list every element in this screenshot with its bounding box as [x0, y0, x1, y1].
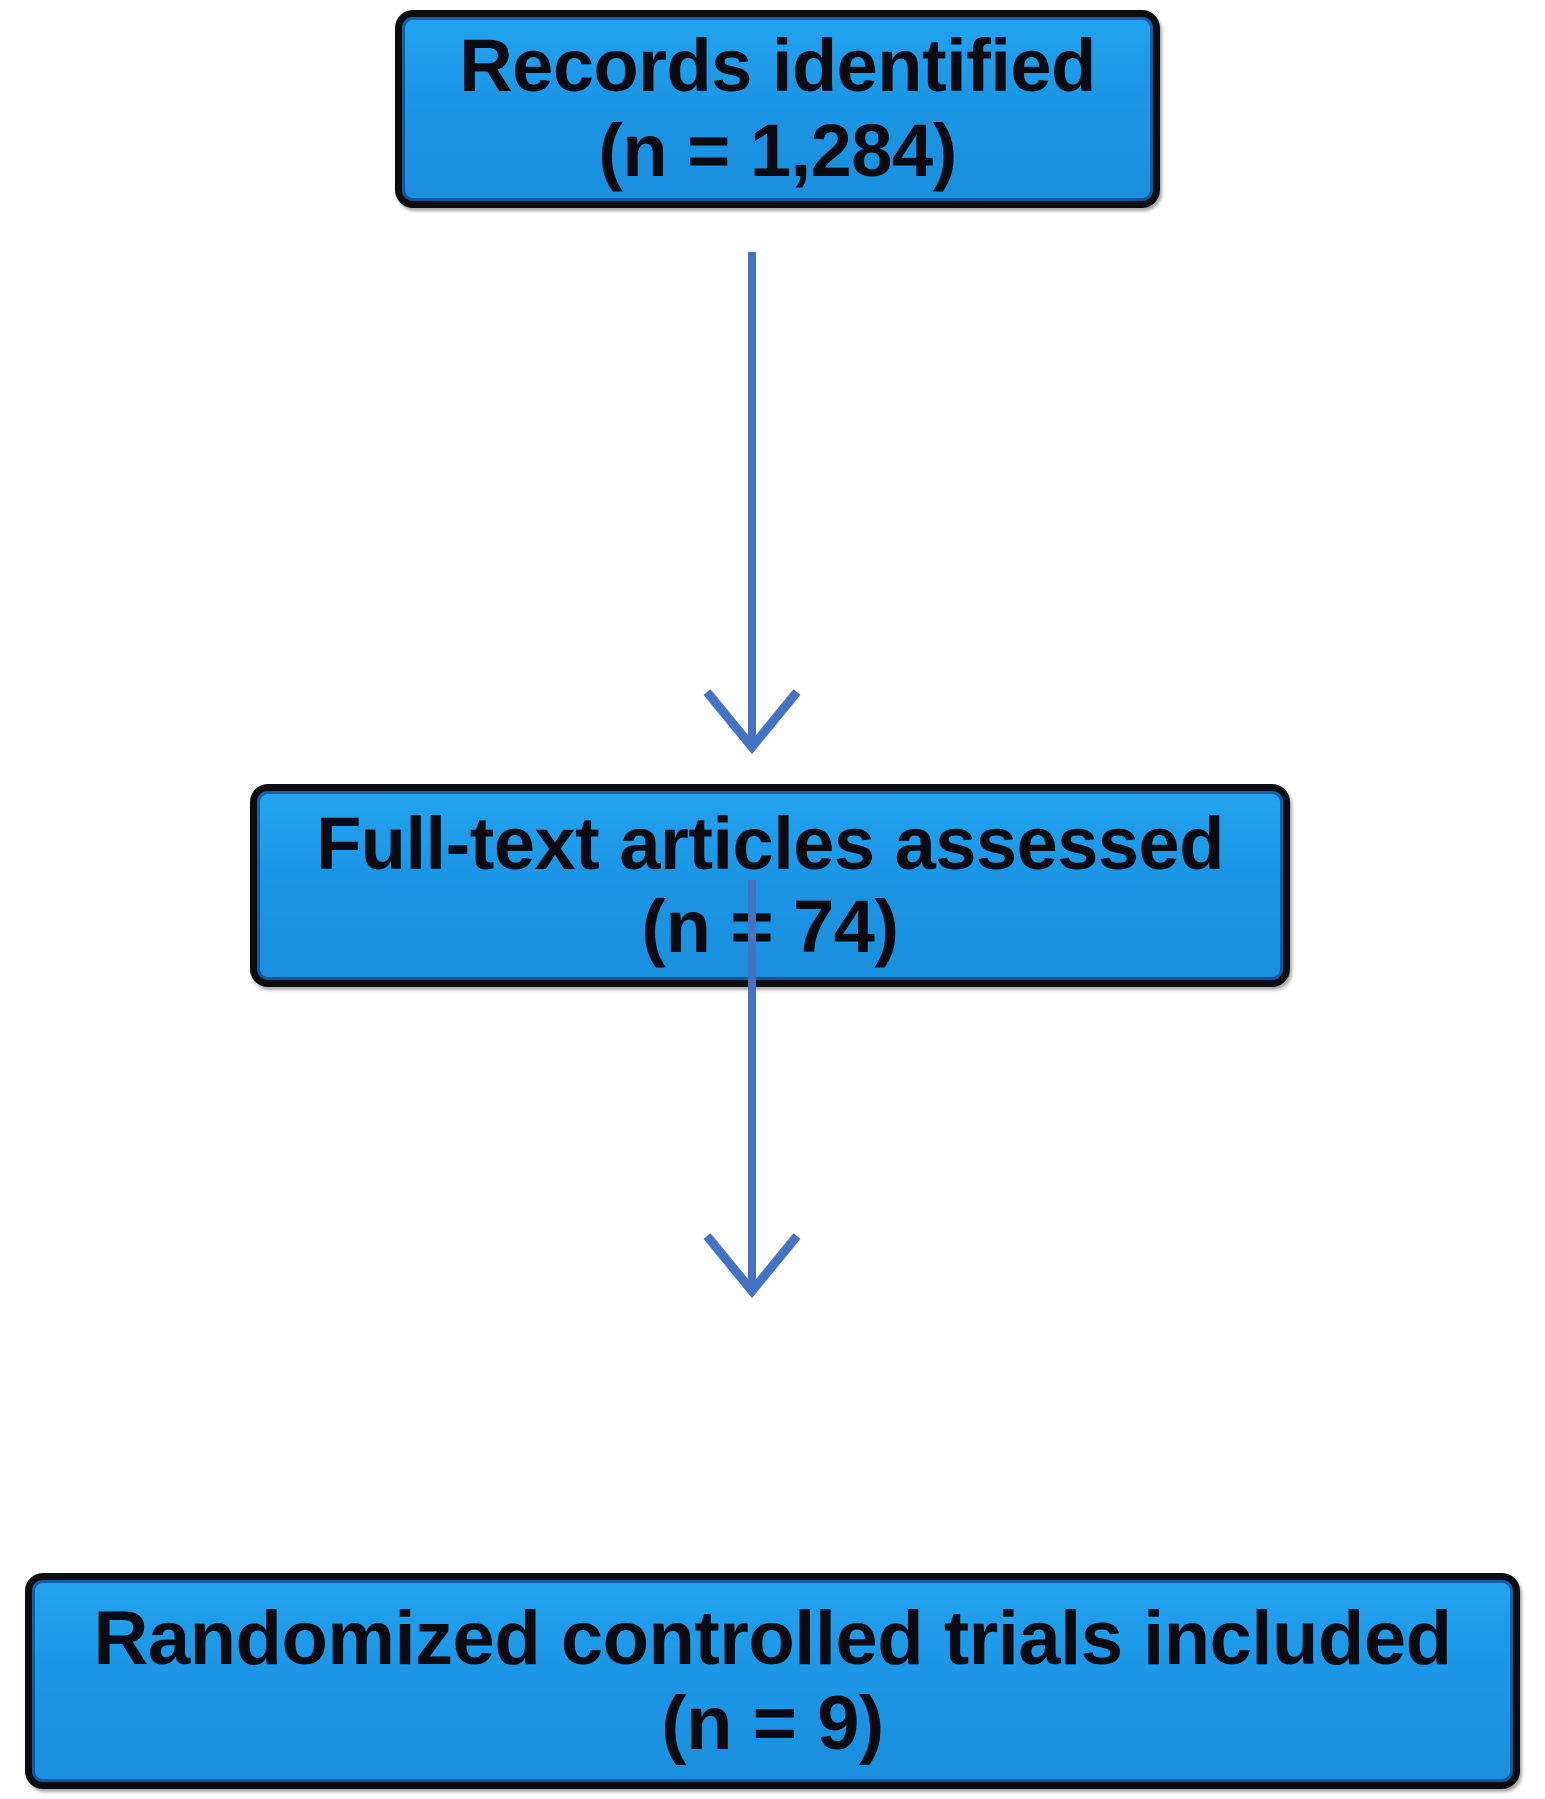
flow-node-records-identified: Records identified (n = 1,284) — [395, 10, 1160, 208]
flow-node-fulltext-assessed-count: (n = 74) — [641, 884, 899, 968]
flow-node-rcts-included: Randomized controlled trials included (n… — [25, 1573, 1520, 1789]
flow-node-fulltext-assessed: Full-text articles assessed (n = 74) — [250, 784, 1290, 987]
flow-node-records-identified-label: Records identified — [459, 24, 1096, 108]
flow-node-rcts-included-count: (n = 9) — [661, 1681, 884, 1766]
flow-node-rcts-included-label: Randomized controlled trials included — [93, 1595, 1452, 1681]
flow-node-fulltext-assessed-label: Full-text articles assessed — [316, 801, 1224, 885]
flow-node-records-identified-count: (n = 1,284) — [598, 109, 957, 192]
